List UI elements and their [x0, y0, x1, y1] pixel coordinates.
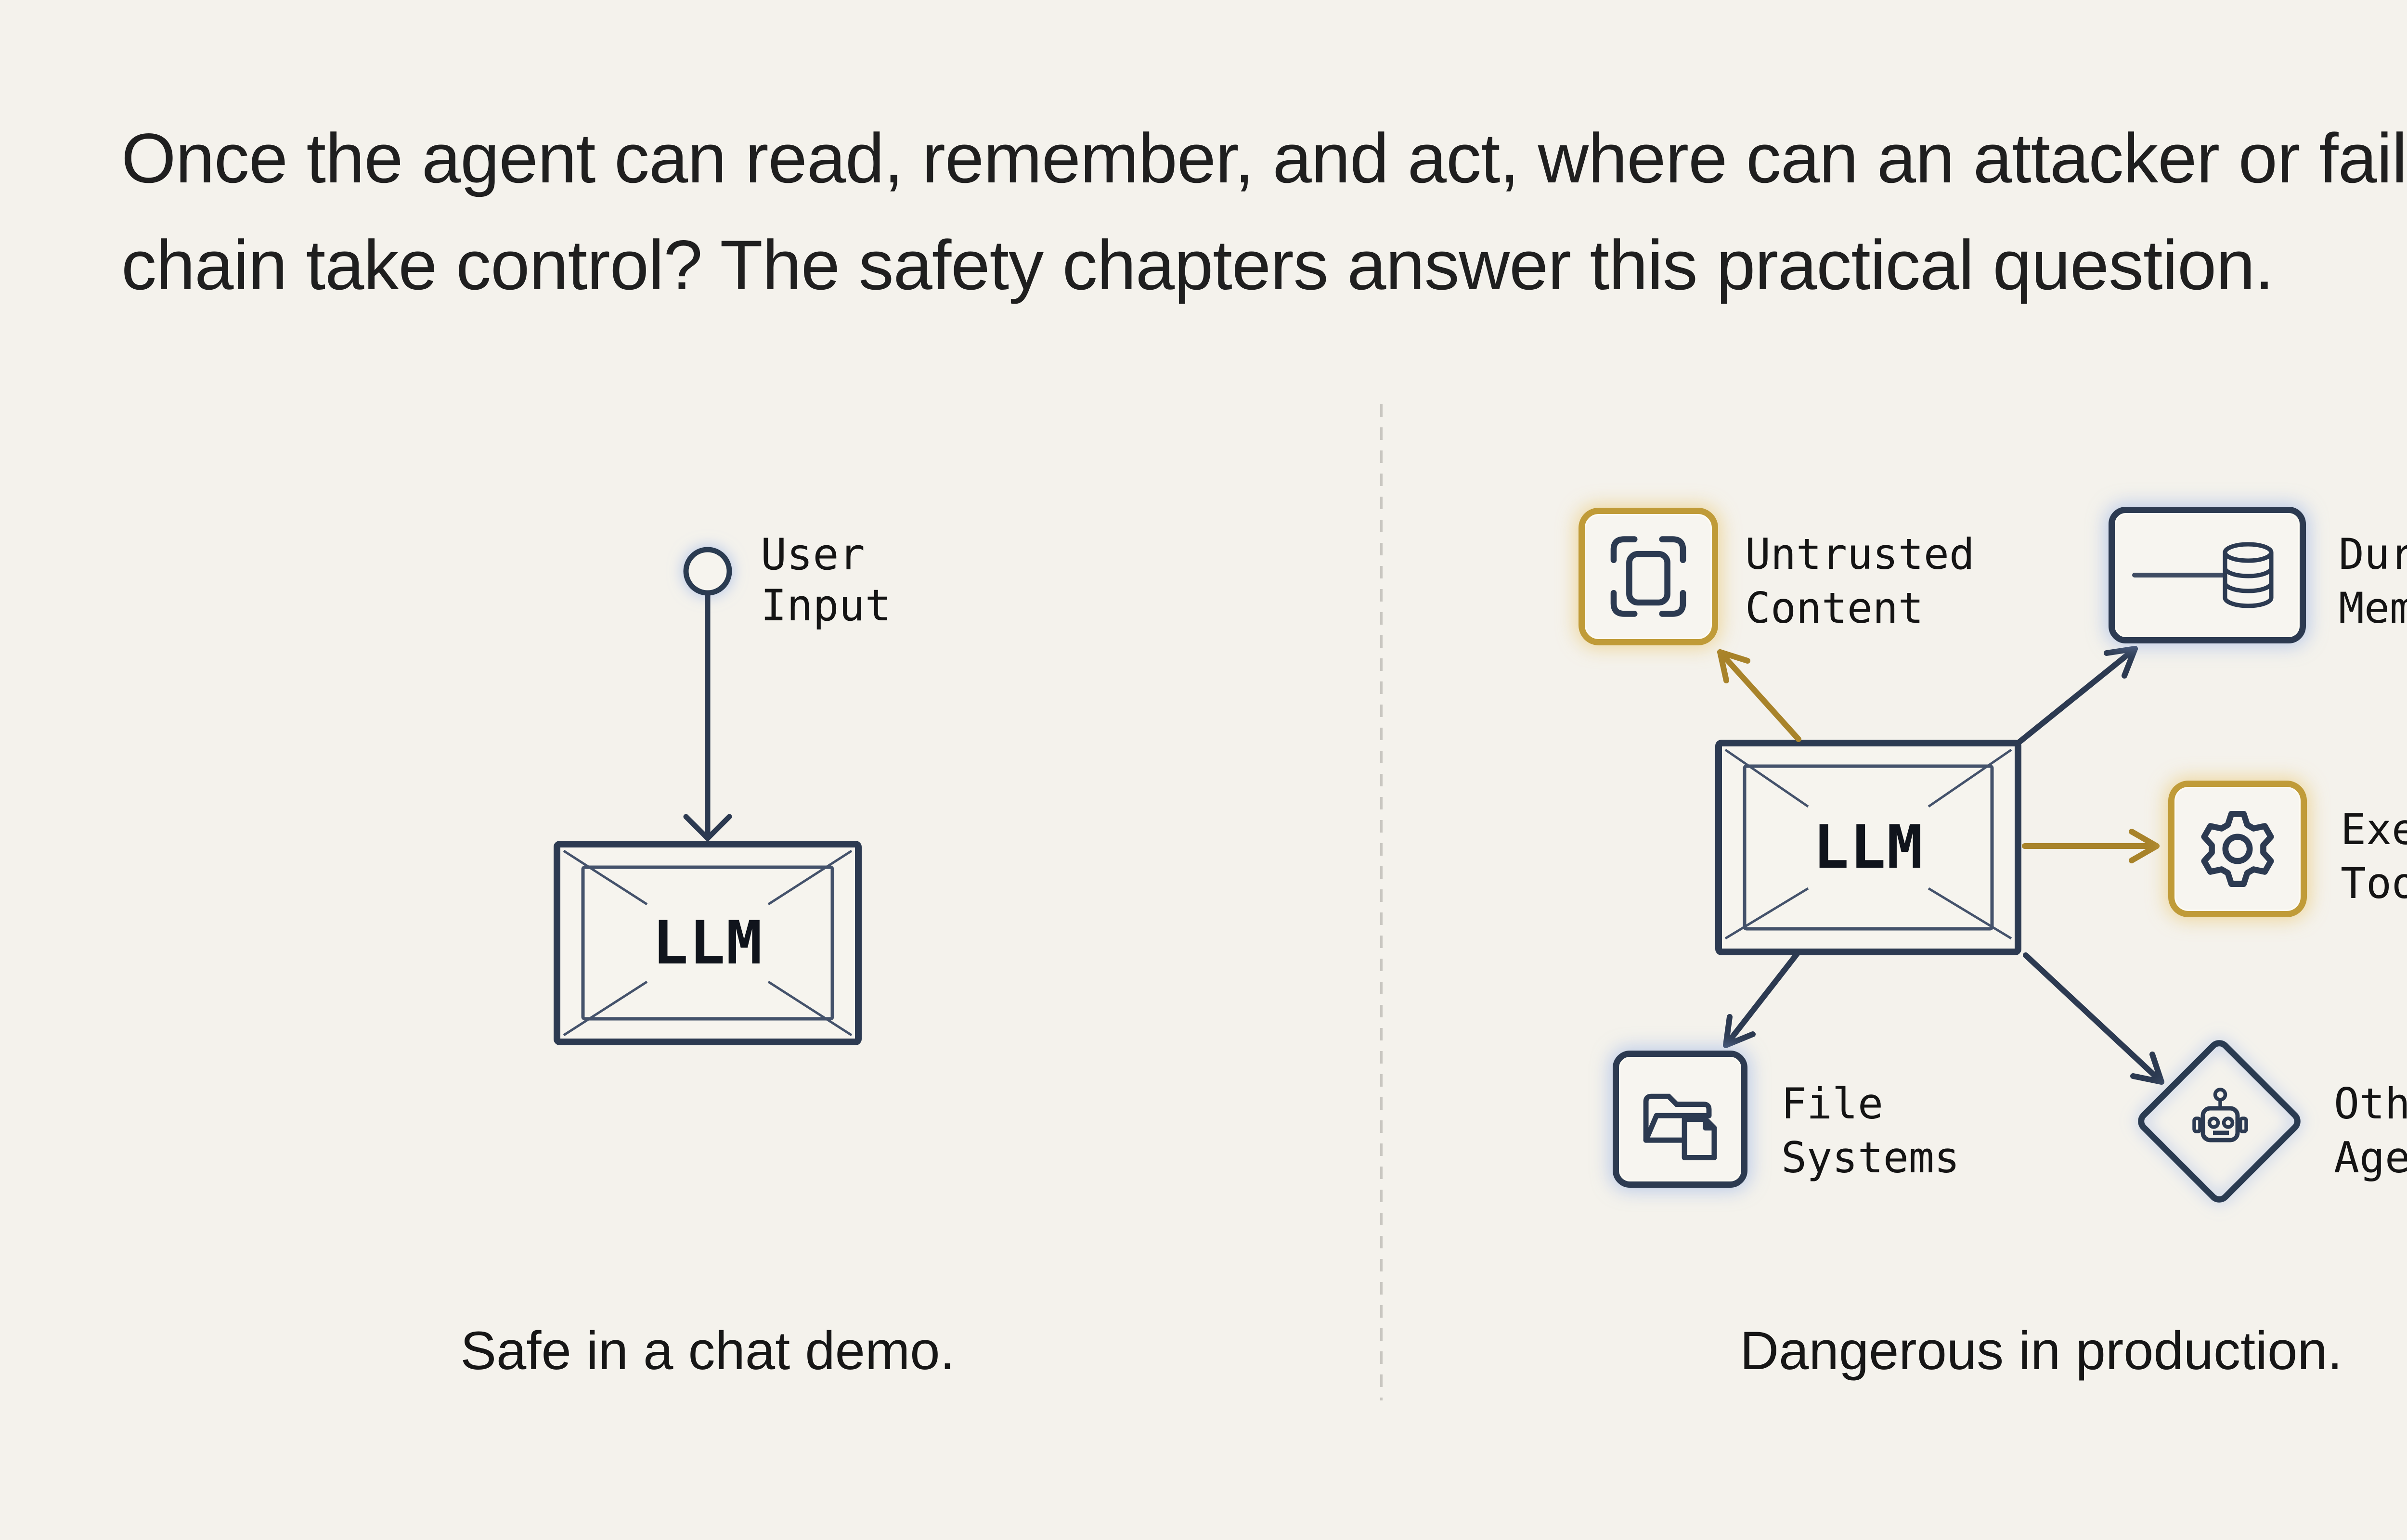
caption-right: Dangerous in production.	[1740, 1321, 2342, 1381]
llm-box-label-right: LLM	[1813, 813, 1924, 882]
arrow-to-durable-memory	[2015, 646, 2138, 746]
llm-box-label-left: LLM	[652, 908, 763, 978]
arrow-to-other-agents	[2023, 952, 2164, 1085]
database-icon	[2132, 542, 2274, 608]
other-agents-label: Other Agents	[2334, 1079, 2407, 1182]
robot-icon	[2192, 1088, 2248, 1142]
durable-memory-label: Durable Memory	[2339, 529, 2407, 633]
headline-text: Once the agent can read, remember, and a…	[121, 119, 2407, 304]
executable-tools-label: Executable Tools	[2341, 805, 2407, 908]
arrow-to-file-systems	[1723, 951, 1800, 1048]
gear-icon	[2201, 810, 2274, 887]
user-input-node	[683, 547, 732, 841]
llm-frame-right	[1715, 740, 2021, 955]
durable-memory-card	[2109, 507, 2306, 643]
user-input-label: User Input	[761, 529, 891, 631]
other-agents-node	[2138, 1040, 2301, 1203]
caption-left: Safe in a chat demo.	[460, 1321, 955, 1381]
arrowhead-down-icon	[683, 814, 732, 841]
executable-tools-card	[2168, 781, 2307, 917]
file-systems-card	[1613, 1051, 1747, 1188]
untrusted-content-card	[1579, 508, 1718, 645]
panel-divider	[1380, 404, 1383, 1400]
scan-frame-icon	[1610, 536, 1686, 617]
llm-frame-left	[554, 841, 862, 1045]
untrusted-content-label: Untrusted Content	[1745, 529, 1975, 633]
file-systems-label: File Systems	[1781, 1079, 1960, 1182]
folder-document-icon	[1643, 1093, 1717, 1160]
arrow-to-executable-tools	[2022, 829, 2160, 863]
arrow-to-untrusted-content	[1717, 649, 1801, 742]
